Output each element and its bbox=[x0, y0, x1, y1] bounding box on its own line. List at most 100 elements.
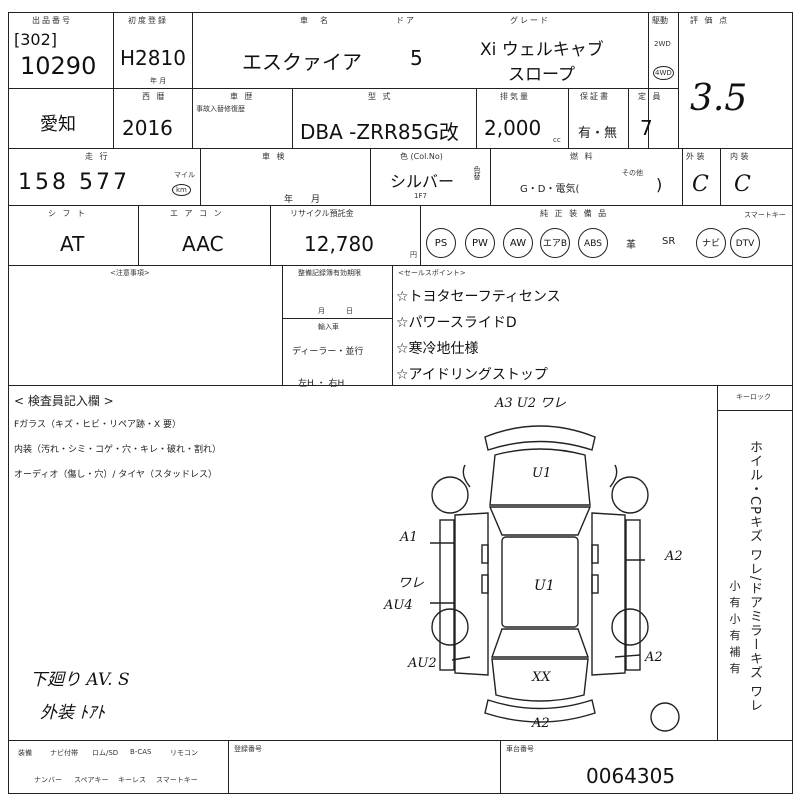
right-window-2 bbox=[591, 574, 599, 594]
equip-airbag: エアB bbox=[540, 228, 570, 258]
rule-v4 bbox=[678, 12, 680, 148]
border-top bbox=[8, 12, 793, 14]
damage-left-rear-door: AU4 bbox=[384, 598, 413, 613]
exterior-label: 外 装 bbox=[686, 152, 705, 161]
model-label: 型 式 bbox=[368, 92, 393, 101]
color-label: 色 (Col.No) bbox=[400, 152, 443, 161]
handle: 左H ・ 右H bbox=[298, 379, 345, 389]
wheel-rear-left bbox=[431, 608, 469, 646]
rule-v10 bbox=[200, 148, 202, 205]
damage-right-front: A2 bbox=[665, 549, 683, 564]
score: 3.5 bbox=[690, 78, 748, 119]
rule-v9 bbox=[628, 88, 630, 148]
footer-spare-key: スペアキー bbox=[74, 776, 109, 784]
year: 2016 bbox=[122, 116, 173, 140]
rule-v17 bbox=[420, 205, 422, 265]
car-diagram bbox=[430, 425, 680, 732]
equip-ps: PS bbox=[426, 228, 456, 258]
damage-left-mid: ワレ bbox=[398, 576, 425, 591]
drive-4wd: 4WD bbox=[653, 66, 674, 80]
inspection-label: < 検査員記入欄 > bbox=[14, 394, 114, 408]
grade-line2: スロープ bbox=[508, 65, 575, 85]
pointer-au2 bbox=[451, 656, 471, 661]
car-name: エスクァイア bbox=[242, 50, 362, 74]
mileage-unit-circled: km bbox=[172, 184, 191, 196]
fuel-other: その他 bbox=[622, 169, 643, 177]
color-code: 1F7 bbox=[414, 192, 427, 200]
rule-v21 bbox=[228, 740, 230, 793]
hood-shape bbox=[489, 448, 591, 506]
equip-sr: SR bbox=[662, 236, 676, 247]
shift-label: シ フ ト bbox=[48, 209, 88, 218]
color-change: 色替 bbox=[473, 166, 481, 180]
left-side-shape bbox=[454, 512, 489, 676]
damage-rear: XX bbox=[532, 670, 551, 685]
wheel-rear-right bbox=[611, 608, 649, 646]
rule-v14 bbox=[720, 148, 722, 205]
wheel-note: ホイル・CPキズ ワレ/ドアミラーキズ ワレ bbox=[747, 440, 762, 713]
rear-window-shape bbox=[491, 628, 589, 658]
rule-v15 bbox=[138, 205, 140, 265]
rule-v16 bbox=[270, 205, 272, 265]
drive-label: 駆動 bbox=[652, 16, 668, 25]
rule-row1 bbox=[8, 88, 678, 90]
rule-v5 bbox=[192, 88, 194, 148]
mileage-label: 走 行 bbox=[85, 152, 110, 161]
ac: AAC bbox=[182, 232, 224, 256]
equip-dtv: DTV bbox=[730, 228, 760, 258]
fuel: G・D・電気( bbox=[520, 184, 580, 195]
left-mirror bbox=[462, 464, 471, 488]
recycle-label: リサイクル預託金 bbox=[290, 209, 354, 218]
capacity-label: 定 員 bbox=[638, 92, 663, 101]
wheel-sizes: 小 有 小 有 補 有 bbox=[728, 580, 741, 675]
rule-v2 bbox=[192, 12, 194, 88]
rule-footer bbox=[8, 740, 793, 742]
warranty: 有・無 bbox=[578, 126, 618, 141]
rule-v7 bbox=[476, 88, 478, 148]
caution-label: <注意事項> bbox=[110, 269, 150, 277]
border-bottom bbox=[8, 793, 793, 795]
grade-label: グレード bbox=[510, 16, 550, 25]
equip-aw: AW bbox=[503, 228, 533, 258]
doors: 5 bbox=[410, 46, 423, 70]
handwritten-note-1: 下廻り AV. S bbox=[30, 670, 130, 690]
ac-label: エ ア コ ン bbox=[170, 209, 224, 218]
footer-number: ナンバー bbox=[34, 776, 62, 784]
rule-import bbox=[282, 318, 392, 320]
rule-v20 bbox=[717, 385, 719, 740]
rule-v19 bbox=[392, 265, 394, 385]
warranty-label: 保証書 bbox=[580, 92, 610, 101]
rule-row3 bbox=[8, 205, 793, 207]
first-reg: H2810 bbox=[120, 46, 186, 70]
inspection-glass: Fガラス（キズ・ヒビ・リペア跡・X 要） bbox=[14, 420, 182, 430]
displacement-label: 排気量 bbox=[500, 92, 530, 101]
year-label: 西 暦 bbox=[142, 92, 167, 101]
rule-v6 bbox=[292, 88, 294, 148]
inspection-label: 車 検 bbox=[262, 152, 287, 161]
grade-line1: Xi ウェルキャブ bbox=[480, 40, 604, 60]
spare-wheel bbox=[650, 702, 680, 732]
footer-equip: 装備 bbox=[18, 749, 32, 757]
rule-v22 bbox=[500, 740, 502, 793]
door-label: ドア bbox=[396, 16, 416, 25]
rule-notes bbox=[8, 385, 793, 387]
rule-v12 bbox=[490, 148, 492, 205]
inspection-date: 年 月 bbox=[284, 195, 321, 205]
key-lock-label: キーロック bbox=[736, 393, 771, 401]
drive-2wd: 2WD bbox=[654, 40, 671, 48]
equip-leather: 革 bbox=[626, 240, 636, 251]
lot-label: 出品番号 bbox=[32, 16, 72, 25]
equip-pw: PW bbox=[465, 228, 495, 258]
windshield-shape bbox=[488, 506, 592, 536]
rule-row2 bbox=[8, 148, 793, 150]
wheel-front-left bbox=[431, 476, 469, 514]
rule-keylock bbox=[717, 410, 792, 412]
lot-number: 10290 bbox=[20, 52, 97, 80]
first-reg-label: 初度登録 bbox=[128, 16, 168, 25]
footer-rom: ロム/SD bbox=[92, 749, 119, 757]
dealer: ディーラー・並行 bbox=[292, 347, 364, 357]
inspection-audio: オーディオ（傷し・穴）/ タイヤ（スタッドレス） bbox=[14, 470, 217, 480]
pointer-a2-rear bbox=[614, 654, 641, 658]
score-label: 評 価 点 bbox=[690, 16, 730, 25]
